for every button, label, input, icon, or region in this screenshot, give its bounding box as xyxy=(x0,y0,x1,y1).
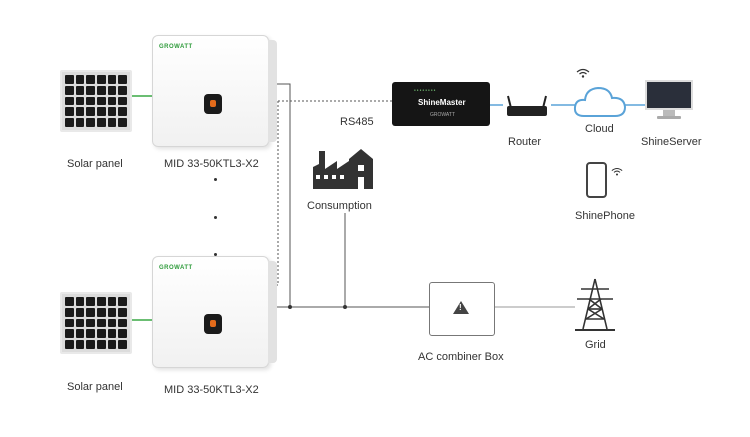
rs485-bus xyxy=(270,100,392,286)
solar-panel-icon-bottom xyxy=(60,292,132,354)
cloud-icon xyxy=(573,86,627,117)
cloud-label: Cloud xyxy=(585,123,614,135)
datalogger-brand: GROWATT xyxy=(430,112,455,118)
factory-icon xyxy=(313,149,373,189)
shineserver-label: ShineServer xyxy=(641,136,702,148)
router-label: Router xyxy=(508,136,542,148)
consumption-label: Consumption xyxy=(307,200,372,212)
solar-panel-icon-top xyxy=(60,70,132,132)
datalogger-icon: ●●●●●●●● ShineMaster GROWATT xyxy=(392,82,490,126)
router-icon xyxy=(507,95,547,116)
monitor-icon xyxy=(645,80,693,120)
ac-junction-dot-2 xyxy=(343,305,347,309)
inverter-display-top xyxy=(204,94,222,114)
inverter-label-bottom: MID 33-50KTL3-X2 xyxy=(164,384,259,396)
ac-junction-dot xyxy=(288,305,292,309)
inverter-display-bottom xyxy=(204,314,222,334)
inverter-label-top: MID 33-50KTL3-X2 xyxy=(164,158,259,170)
ellipsis-dot xyxy=(214,253,217,256)
inverter-brand-bottom: GROWATT xyxy=(159,265,193,271)
phone-wifi-icon xyxy=(611,167,623,176)
shinephone-label: ShinePhone xyxy=(575,210,635,222)
ellipsis-dot xyxy=(214,178,217,181)
phone-icon xyxy=(586,162,607,198)
rs485-label: RS485 xyxy=(340,116,374,128)
grid-label: Grid xyxy=(585,339,606,351)
solar-panel-label-bottom: Solar panel xyxy=(67,381,123,393)
datalogger-leds: ●●●●●●●● xyxy=(414,88,437,92)
ac-combiner-label: AC combiner Box xyxy=(418,351,504,363)
pylon-icon xyxy=(575,278,615,331)
combiner-box-icon xyxy=(429,282,495,336)
solar-panel-label-top: Solar panel xyxy=(67,158,123,170)
datalogger-label: ShineMaster xyxy=(418,98,466,107)
inverter-icon-bottom: GROWATT xyxy=(152,256,277,368)
warning-icon xyxy=(453,301,469,314)
wifi-icon xyxy=(576,68,590,78)
inverter-brand-top: GROWATT xyxy=(159,44,193,50)
inverter-icon-top: GROWATT xyxy=(152,35,277,147)
ellipsis-dot xyxy=(214,216,217,219)
